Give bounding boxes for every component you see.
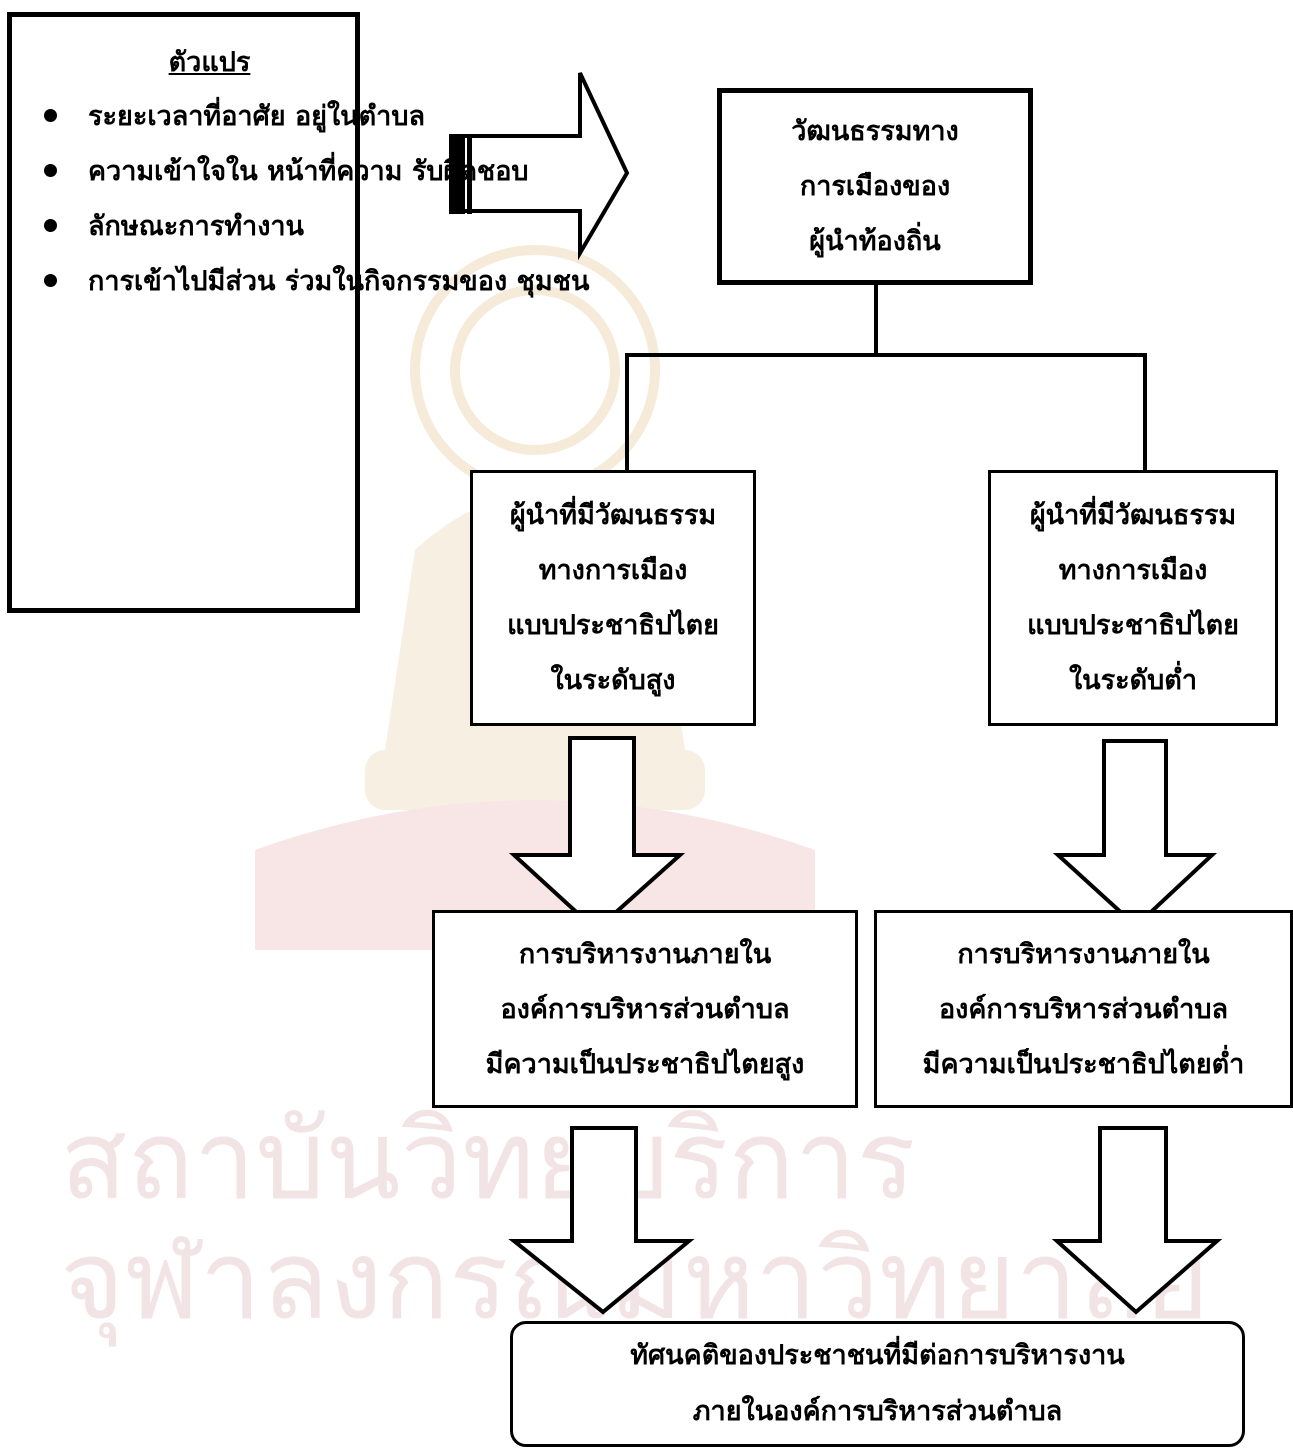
box-line: องค์การบริหารส่วนตำบล bbox=[500, 993, 790, 1025]
box-line: การเมืองของ bbox=[799, 171, 951, 202]
box-line: ผู้นำท้องถิ่น bbox=[809, 226, 941, 257]
list-item: การเข้าไปมีส่วน ร่วมในกิจกรรมของ ชุมชน bbox=[38, 254, 589, 309]
box-line: วัฒนธรรมทาง bbox=[791, 116, 959, 147]
box-line: มีความเป็นประชาธิปไตยสูง bbox=[485, 1048, 805, 1080]
bullet-icon bbox=[44, 274, 57, 287]
low-democracy-leader-box: ผู้นำที่มีวัฒนธรรม ทางการเมือง แบบประชาธ… bbox=[988, 470, 1278, 726]
down-arrow-icon bbox=[508, 1126, 695, 1315]
box-line: แบบประชาธิปไตย bbox=[1027, 610, 1239, 641]
box-line: องค์การบริหารส่วนตำบล bbox=[938, 993, 1229, 1025]
low-democracy-admin-box: การบริหารงานภายใน องค์การบริหารส่วนตำบล … bbox=[874, 910, 1293, 1108]
box-line: ทางการเมือง bbox=[538, 555, 688, 586]
box-line: การบริหารงานภายใน bbox=[518, 938, 772, 970]
down-arrow-icon bbox=[1051, 1126, 1223, 1315]
high-democracy-admin-box: การบริหารงานภายใน องค์การบริหารส่วนตำบล … bbox=[432, 910, 858, 1108]
variables-title: ตัวแปร bbox=[168, 47, 251, 78]
box-line: แบบประชาธิปไตย bbox=[507, 610, 719, 641]
list-item: ลักษณะการทำงาน bbox=[38, 199, 589, 254]
connector-line bbox=[625, 353, 1147, 357]
variables-box: ตัวแปร ระยะเวลาที่อาศัย อยู่ในตำบล ความเ… bbox=[7, 12, 589, 613]
box-line: การบริหารงานภายใน bbox=[957, 938, 1210, 970]
bullet-icon bbox=[44, 109, 57, 122]
connector-line bbox=[625, 353, 629, 471]
down-arrow-icon bbox=[1052, 739, 1218, 929]
down-arrow-icon bbox=[508, 736, 686, 933]
arrow-tail-block bbox=[449, 134, 465, 214]
connector-line bbox=[874, 282, 878, 356]
political-culture-box: วัฒนธรรมทาง การเมืองของ ผู้นำท้องถิ่น bbox=[717, 88, 1033, 285]
box-line: ภายในองค์การบริหารส่วนตำบล bbox=[692, 1396, 1063, 1427]
list-item: ความเข้าใจใน หน้าที่ความ รับผิดชอบ bbox=[38, 144, 589, 199]
box-line: ในระดับสูง bbox=[550, 665, 676, 696]
box-line: มีความเป็นประชาธิปไตยต่ำ bbox=[922, 1048, 1245, 1080]
box-line: ทางการเมือง bbox=[1058, 555, 1208, 586]
box-line: ผู้นำที่มีวัฒนธรรม bbox=[1029, 500, 1237, 531]
right-arrow-icon bbox=[450, 72, 630, 261]
connector-line bbox=[1143, 353, 1147, 471]
box-line: ทัศนคติของประชาชนที่มีต่อการบริหารงาน bbox=[630, 1340, 1125, 1371]
box-line: ผู้นำที่มีวัฒนธรรม bbox=[509, 500, 717, 531]
box-line: ในระดับต่ำ bbox=[1068, 665, 1197, 696]
bullet-icon bbox=[44, 164, 57, 177]
variables-list: ระยะเวลาที่อาศัย อยู่ในตำบล ความเข้าใจใน… bbox=[38, 89, 589, 309]
bullet-icon bbox=[44, 219, 57, 232]
high-democracy-leader-box: ผู้นำที่มีวัฒนธรรม ทางการเมือง แบบประชาธ… bbox=[470, 470, 756, 726]
list-item: ระยะเวลาที่อาศัย อยู่ในตำบล bbox=[38, 89, 589, 144]
public-attitude-box: ทัศนคติของประชาชนที่มีต่อการบริหารงาน ภา… bbox=[510, 1321, 1245, 1447]
